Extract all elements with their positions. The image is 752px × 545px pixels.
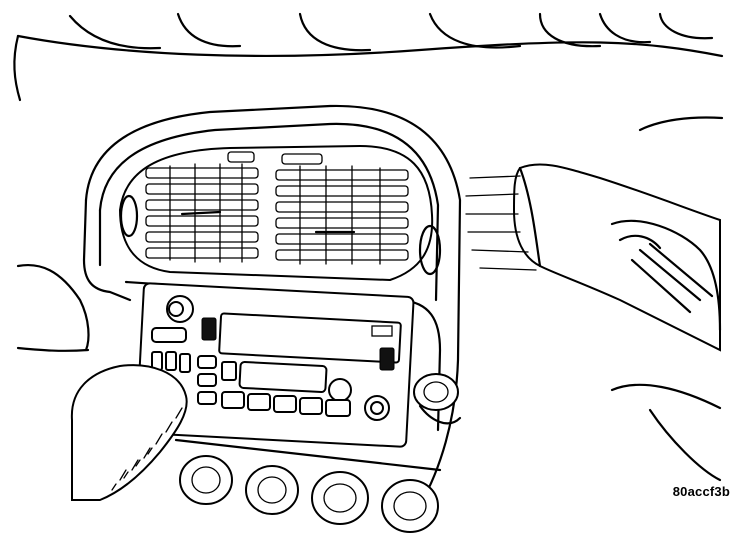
power-outlet: [413, 373, 462, 425]
figure-code-label: 80accf3b: [672, 484, 730, 499]
left-trim: [16, 264, 90, 352]
climate-control-knobs: [174, 438, 442, 533]
radio-controls: [151, 351, 390, 421]
technician-hand: [70, 364, 188, 501]
console-bezel: [82, 104, 462, 507]
dash-top-curves: [13, 12, 724, 102]
shift-boot: [465, 163, 722, 352]
right-vent-louvers: [275, 153, 409, 265]
left-vent-louvers: [145, 151, 259, 263]
right-trim: [610, 116, 724, 482]
